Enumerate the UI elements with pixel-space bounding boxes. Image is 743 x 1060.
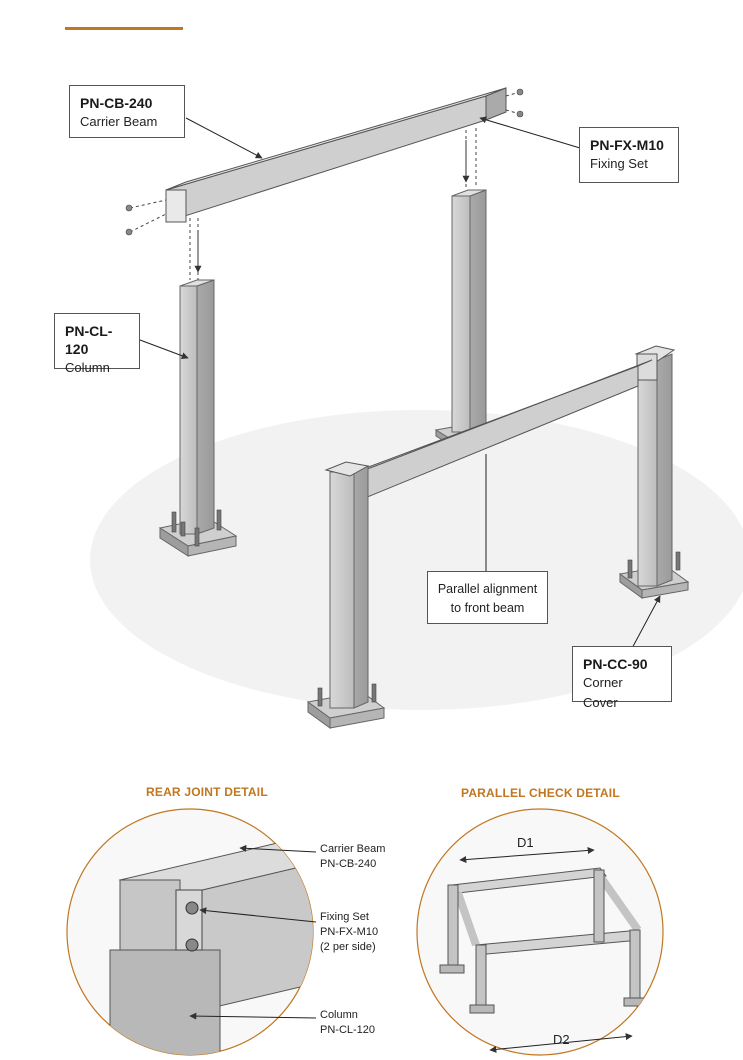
label-line: (2 per side)	[320, 941, 376, 953]
label-column: Column PN-CL-120	[320, 1008, 375, 1038]
parallel-check-detail-title: PARALLEL CHECK DETAIL	[461, 786, 620, 800]
label-line: Fixing Set	[320, 911, 369, 923]
front-frame	[306, 345, 690, 729]
label-line: PN-CB-240	[320, 858, 377, 870]
dimension-d1: D1	[517, 835, 534, 850]
callout-parallel-alignment: Parallel alignment to front beam	[427, 571, 548, 624]
rear-joint-detail-title: REAR JOINT DETAIL	[146, 785, 268, 799]
label-line: PN-FX-M10	[320, 926, 379, 938]
parallel-check-detail-graphic	[416, 808, 664, 1056]
label-fixing-set: Fixing Set PN-FX-M10 (2 per side)	[320, 910, 378, 955]
callout-code: PN-CB-240	[80, 95, 153, 111]
callout-column: PN-CL-120 Column	[54, 313, 140, 375]
callout-carrier-beam: PN-CB-240 Carrier Beam	[69, 85, 185, 138]
label-carrier-beam: Carrier Beam PN-CB-240	[320, 842, 385, 872]
carrier-beam-exploded	[125, 87, 524, 280]
callout-name: Carrier Beam	[80, 114, 158, 129]
dimension-d2: D2	[553, 1032, 570, 1047]
label-line: Carrier Beam	[320, 843, 386, 855]
callout-name: Column	[65, 360, 110, 375]
column-back-left	[158, 279, 238, 557]
callout-code: PN-CC-90	[583, 656, 648, 672]
callout-name: Corner Cover	[583, 675, 623, 710]
callout-fixing-set: PN-FX-M10 Fixing Set	[579, 127, 679, 183]
callout-line-1: Parallel alignment	[437, 582, 538, 596]
callout-corner-cover: PN-CC-90 Corner Cover	[572, 646, 672, 710]
label-line: Column	[320, 1009, 358, 1021]
accent-bar	[65, 27, 183, 30]
callout-line-2: to front beam	[450, 601, 525, 615]
floor-shadow	[90, 410, 743, 710]
callout-code: PN-FX-M10	[590, 137, 664, 153]
callout-code: PN-CL-120	[65, 323, 113, 357]
label-line: PN-CL-120	[320, 1024, 376, 1036]
callout-name: Fixing Set	[590, 156, 648, 171]
rear-joint-detail-graphic	[66, 808, 317, 1056]
column-back-right	[434, 189, 498, 447]
